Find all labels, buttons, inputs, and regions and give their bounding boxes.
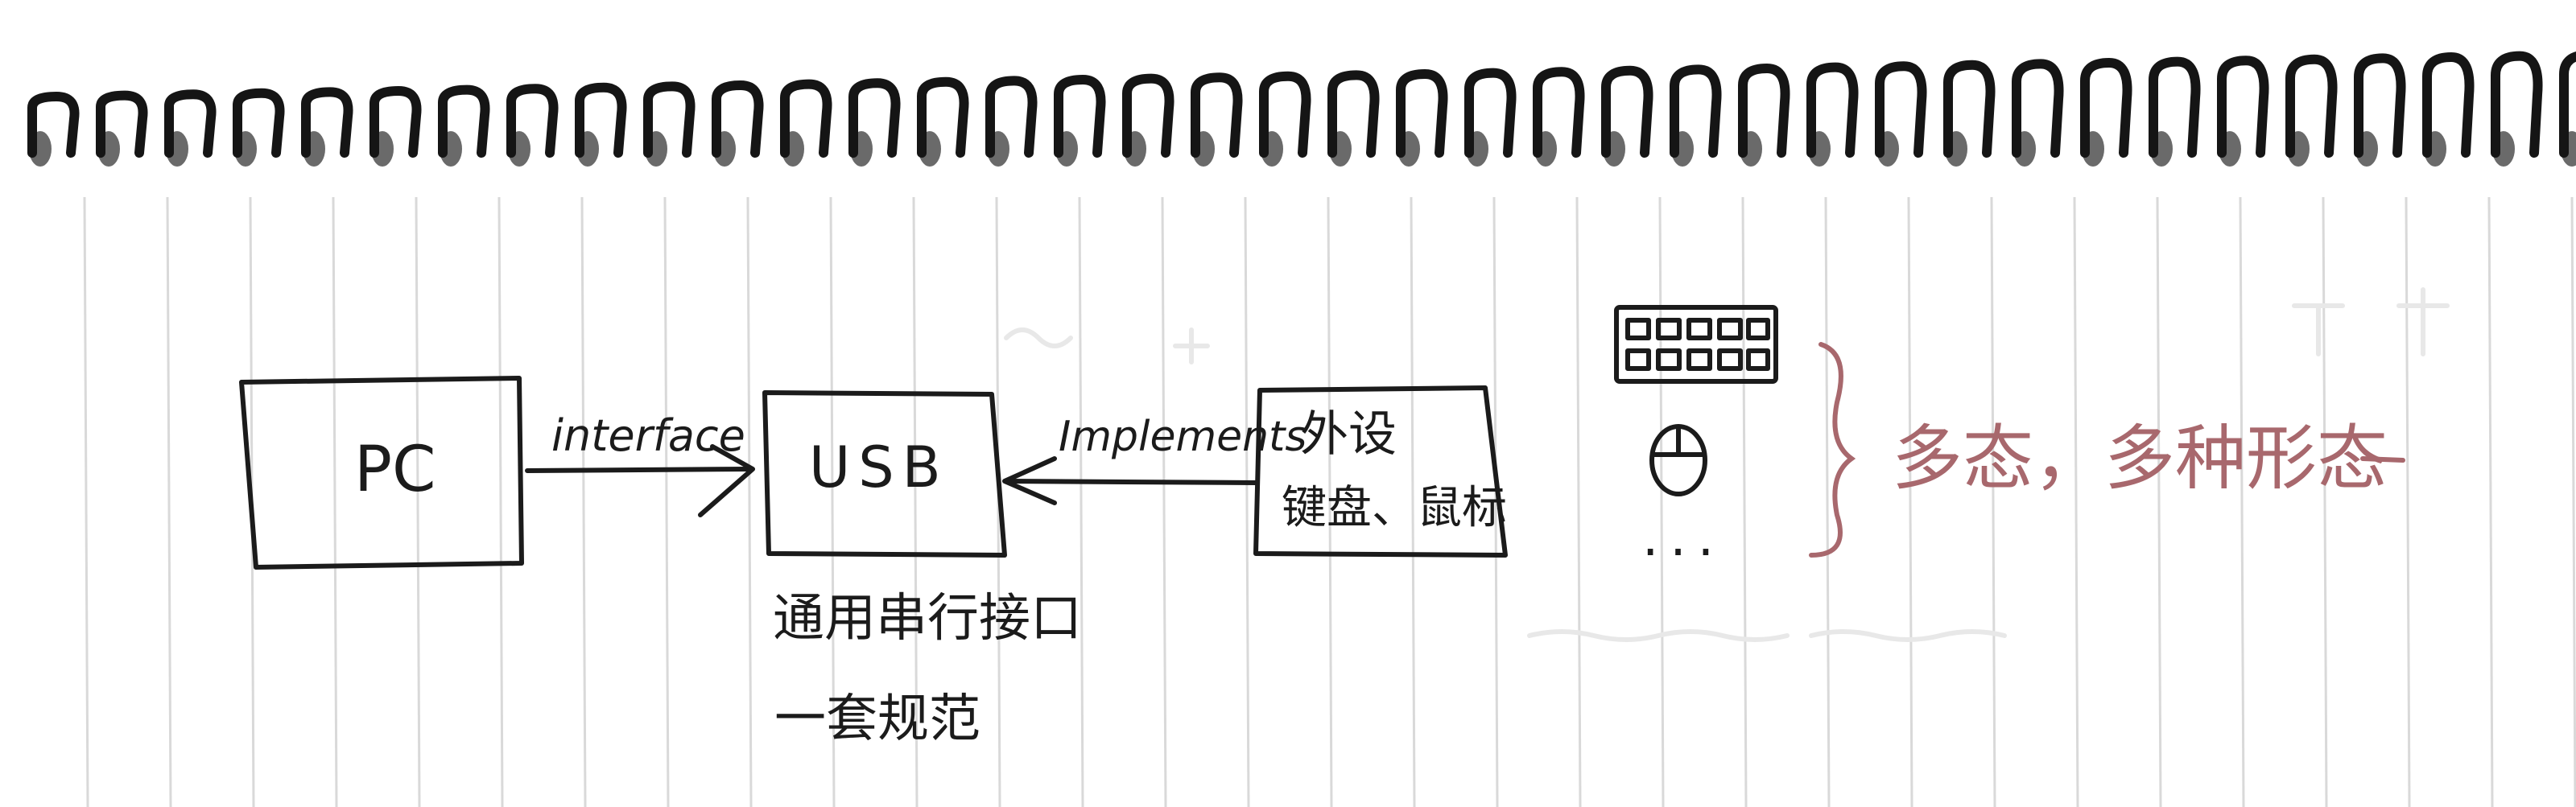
mouse-icon: [1649, 424, 1707, 496]
more-dots: ...: [1642, 508, 1725, 568]
binding-ring: [1191, 72, 1243, 158]
binding-ring: [2217, 56, 2269, 158]
binding-ring: [438, 84, 490, 158]
ruled-line: [1824, 196, 1831, 807]
binding-ring: [96, 90, 148, 158]
ruled-line: [1658, 196, 1665, 807]
binding-ring: [1054, 74, 1106, 158]
binding-ring: [1327, 70, 1380, 158]
ruled-lines: [83, 196, 2576, 807]
spiral-binding: [27, 51, 2576, 167]
binding-ring: [2285, 54, 2338, 158]
binding-ring: [2012, 59, 2064, 158]
binding-ring: [1806, 62, 1859, 158]
binding-ring: [164, 89, 217, 158]
binding-ring: [712, 80, 764, 158]
binding-ring: [2149, 56, 2201, 158]
ruled-line: [166, 196, 172, 807]
binding-ring: [2354, 53, 2406, 158]
implements-label: Implements: [1059, 413, 1307, 461]
polymorphism-note: 多态，多种形态: [1892, 417, 2388, 500]
ruled-line: [1990, 196, 1996, 807]
ruled-line: [1244, 196, 1250, 807]
binding-ring: [1601, 65, 1653, 158]
binding-ring: [1122, 73, 1174, 158]
binding-ring: [1396, 68, 1448, 158]
binding-ring: [917, 76, 969, 158]
binding-ring: [780, 79, 832, 158]
ruled-line: [2570, 196, 2576, 807]
ruled-line: [2487, 196, 2494, 807]
pc-label: PC: [354, 434, 436, 506]
ruled-line: [332, 196, 338, 807]
keyboard-icon: [1614, 305, 1778, 384]
binding-ring: [643, 81, 696, 158]
binding-ring: [575, 82, 627, 158]
usb-box: [762, 390, 1007, 558]
peripheral-box: [1253, 385, 1508, 558]
binding-ring: [369, 85, 422, 158]
ruled-line: [1410, 196, 1416, 807]
ruled-line: [497, 196, 504, 807]
binding-ring: [233, 88, 285, 158]
ruled-line: [2239, 196, 2245, 807]
implements-arrow: [1002, 456, 1258, 505]
ruled-line: [580, 196, 587, 807]
peripheral-line1: 外设: [1300, 406, 1397, 463]
bleed-through-marks: [1004, 287, 2450, 642]
binding-ring: [2491, 51, 2543, 158]
ruled-line: [663, 196, 670, 807]
interface-arrow: [525, 444, 755, 517]
peripheral-line2: 键盘、鼠标: [1282, 482, 1507, 534]
binding-ring: [1464, 68, 1517, 158]
ruled-line: [83, 196, 89, 807]
ruled-line: [829, 196, 836, 807]
usb-caption-line1: 通用串行接口: [773, 589, 1082, 648]
note-underline-stroke: [2360, 456, 2405, 463]
binding-ring: [1738, 63, 1790, 158]
binding-ring: [2422, 51, 2475, 158]
pc-box: [239, 376, 524, 570]
ruled-line: [1161, 196, 1167, 807]
binding-ring: [27, 91, 80, 158]
ruled-line: [746, 196, 753, 807]
ruled-line: [2156, 196, 2162, 807]
binding-ring: [848, 78, 901, 158]
ruled-line: [415, 196, 421, 807]
ruled-line: [1327, 196, 1333, 807]
binding-ring: [1943, 60, 1996, 158]
ruled-line: [1492, 196, 1499, 807]
ruled-line: [1907, 196, 1913, 807]
ruled-line: [2322, 196, 2328, 807]
binding-ring: [2559, 51, 2576, 158]
ruled-line: [2073, 196, 2079, 807]
binding-ring: [1533, 67, 1585, 158]
usb-label: USB: [809, 434, 949, 500]
ruled-line: [2405, 196, 2411, 807]
binding-ring: [301, 87, 353, 158]
ruled-line: [1741, 196, 1748, 807]
binding-ring: [1875, 61, 1927, 158]
ruled-line: [1078, 196, 1084, 807]
red-brace: [1809, 342, 1856, 558]
binding-ring: [1259, 71, 1311, 158]
binding-ring: [506, 84, 559, 158]
ruled-line: [1575, 196, 1582, 807]
binding-ring: [2080, 57, 2132, 158]
ruled-line: [912, 196, 919, 807]
usb-caption-line2: 一套规范: [774, 690, 980, 749]
binding-ring: [985, 76, 1038, 158]
binding-ring: [1670, 64, 1722, 158]
interface-label: interface: [551, 410, 745, 461]
